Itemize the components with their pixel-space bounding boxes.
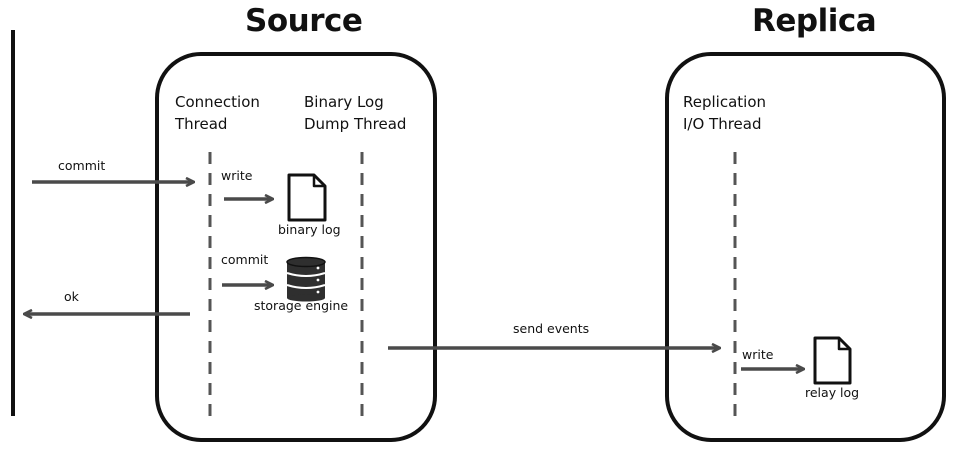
binary-log-label: binary log [278, 222, 341, 237]
client-commit-label: commit [58, 158, 106, 173]
source-title: Source [245, 3, 363, 39]
dump-thread-line-1: Binary Log [304, 93, 384, 111]
source-box [155, 52, 437, 442]
replica-write-label: write [742, 347, 774, 362]
document-icon [813, 336, 852, 385]
storage-engine-label: storage engine [254, 298, 349, 313]
replica-title: Replica [752, 3, 877, 39]
dump-thread-label: Binary Log Dump Thread [304, 91, 406, 135]
connection-thread-line-1: Connection [175, 93, 260, 111]
replica-box [665, 52, 946, 442]
client-timeline [11, 30, 15, 416]
connection-thread-line-2: Thread [175, 115, 228, 133]
dump-thread-line-2: Dump Thread [304, 115, 407, 133]
io-thread-label: Replication I/O Thread [683, 91, 766, 135]
io-thread-line-1: Replication [683, 93, 767, 111]
source-commit-label: commit [221, 252, 269, 267]
source-write-label: write [221, 168, 253, 183]
document-icon [287, 173, 327, 222]
client-ok-label: ok [64, 289, 79, 304]
send-events-label: send events [513, 321, 590, 336]
database-icon [286, 256, 326, 302]
relay-log-label: relay log [805, 385, 860, 400]
connection-thread-label: Connection Thread [175, 91, 260, 135]
io-thread-line-2: I/O Thread [683, 115, 762, 133]
